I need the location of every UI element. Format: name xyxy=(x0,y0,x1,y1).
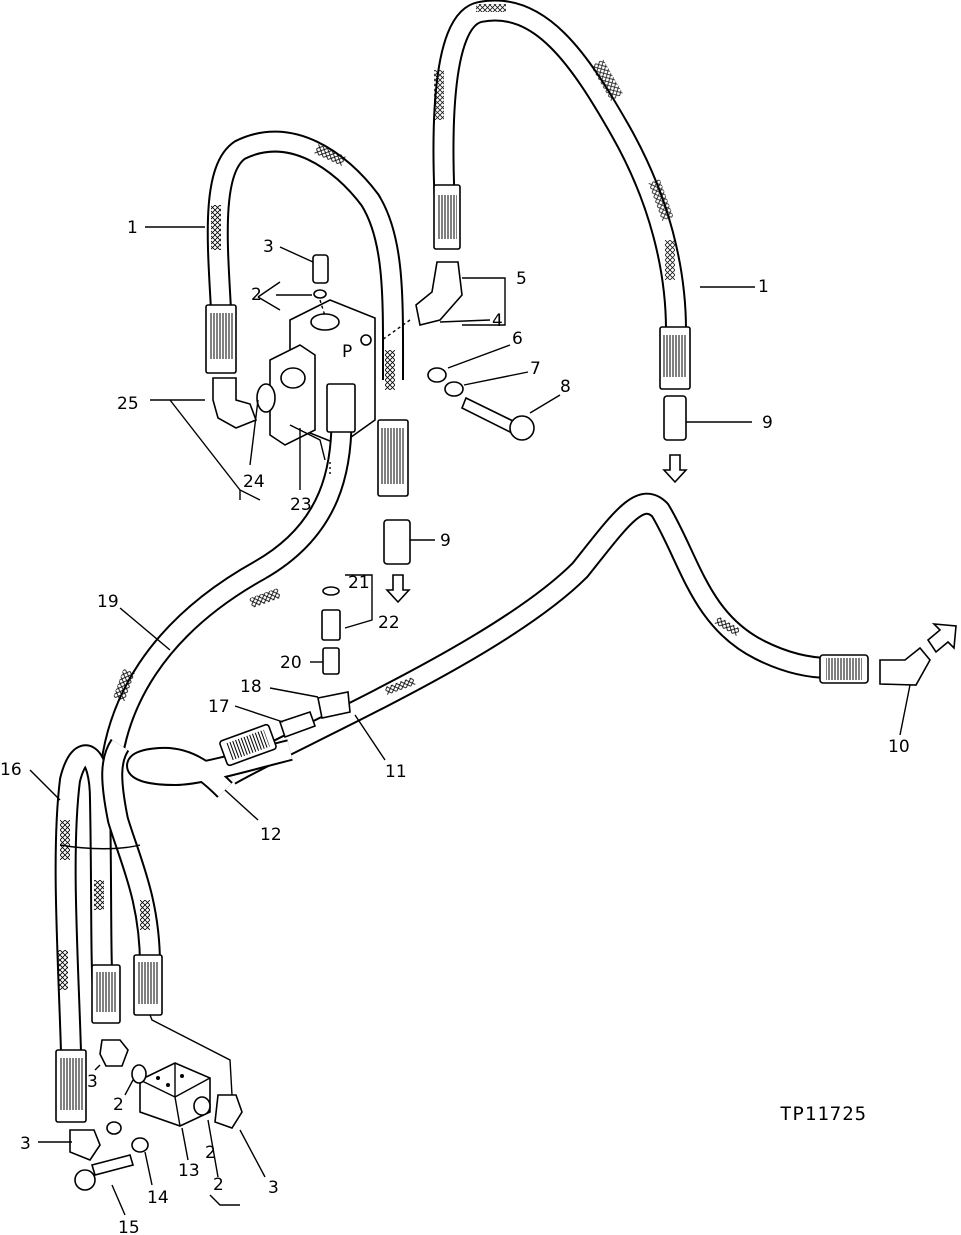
figure-id: TP11725 xyxy=(780,1103,867,1125)
callout-23: 23 xyxy=(290,495,312,515)
callout-7: 7 xyxy=(530,359,541,379)
callout-3-lower-mid: 3 xyxy=(87,1072,98,1092)
lower-fittings xyxy=(69,1014,243,1191)
connector-9-center xyxy=(383,519,411,604)
hose-bundle-16 xyxy=(54,738,163,1123)
callout-24: 24 xyxy=(243,472,265,492)
callout-2-valve: 2 xyxy=(251,285,262,305)
callout-1-left: 1 xyxy=(127,218,138,238)
callout-25: 25 xyxy=(117,394,139,414)
callout-4: 4 xyxy=(492,311,503,331)
callout-9-center: 9 xyxy=(440,531,451,551)
callout-5: 5 xyxy=(516,269,527,289)
callout-21: 21 xyxy=(348,573,370,593)
callout-22: 22 xyxy=(378,613,400,633)
fitting-20 xyxy=(322,647,340,675)
fitting-21-22 xyxy=(321,586,341,641)
callout-19: 19 xyxy=(97,592,119,612)
valve-body: P xyxy=(269,299,376,461)
callout-18: 18 xyxy=(240,677,262,697)
callout-12: 12 xyxy=(260,825,282,845)
callout-16: 16 xyxy=(0,760,22,780)
valve-port-label: P xyxy=(342,342,352,362)
fitting-17 xyxy=(278,710,317,739)
callout-1-right: 1 xyxy=(758,277,769,297)
hose-12 xyxy=(126,723,293,798)
elbow-fitting-5 xyxy=(381,261,535,441)
callout-15: 15 xyxy=(118,1218,140,1235)
callout-3-valve: 3 xyxy=(263,237,274,257)
elbow-fitting-10 xyxy=(879,623,957,686)
callout-8: 8 xyxy=(560,377,571,397)
callout-2-lower-bracket: 2 xyxy=(213,1175,224,1195)
hose-1-left xyxy=(205,130,409,497)
callout-13: 13 xyxy=(178,1161,200,1181)
tee-fitting-18 xyxy=(317,691,351,719)
valve-top-fitting xyxy=(312,254,329,317)
hose-1-right xyxy=(432,0,691,390)
connector-9-right xyxy=(662,395,688,484)
callout-3-lower-left: 3 xyxy=(20,1134,31,1154)
callout-11: 11 xyxy=(385,762,407,782)
callout-17: 17 xyxy=(208,697,230,717)
callout-6: 6 xyxy=(512,329,523,349)
hose-11 xyxy=(224,492,869,785)
callout-3-lower-right: 3 xyxy=(268,1178,279,1198)
elbow-fitting-25 xyxy=(212,377,276,429)
manifold-block-13 xyxy=(139,1062,211,1127)
callout-14: 14 xyxy=(147,1188,169,1208)
hose-19 xyxy=(98,383,356,821)
callout-leaders xyxy=(29,226,911,1216)
callout-2-lower-right: 2 xyxy=(205,1143,216,1163)
callout-2-lower-left: 2 xyxy=(113,1095,124,1115)
callout-9-right: 9 xyxy=(762,413,773,433)
callout-10: 10 xyxy=(888,737,910,757)
callout-20: 20 xyxy=(280,653,302,673)
callout-labels: 1 1 2 2 2 2 3 3 3 3 4 5 6 7 8 9 9 10 11 … xyxy=(0,218,910,1235)
